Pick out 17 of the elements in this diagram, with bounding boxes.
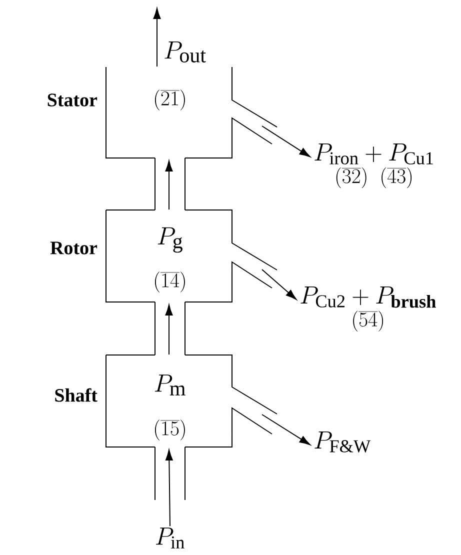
arrow — [262, 269, 297, 300]
block-label: Rotor — [50, 242, 98, 254]
arrow — [153, 8, 161, 67]
block-label: Shaft — [55, 388, 98, 402]
power-term: $P_{\mathrm{iron}} + P_{\mathrm{Cu1}}$ $(\overline{32})\;\;(\overline{43})$ — [314, 144, 433, 188]
power-block: $P_{\mathrm{m}}$ $(\overline{15})$ — [106, 354, 278, 448]
power-term: $P_{\mathrm{in}}$ — [156, 528, 184, 548]
power-block: $P_{\mathrm{out}}$ $(\overline{21})$ — [106, 42, 278, 158]
arrow — [165, 450, 173, 527]
block-label: Stator — [48, 94, 98, 106]
power-term: $P_{\mathrm{F\&W}}$ — [314, 432, 371, 453]
power-block: $P_{\mathrm{g}}$ $(\overline{14})$ — [106, 210, 278, 302]
arrow — [165, 304, 173, 355]
power-term: $P_{\mathrm{Cu2}}+P_{\mathbf{brush}}$ $(\overline{54})$ — [300, 286, 436, 332]
arrow — [262, 414, 310, 446]
arrow — [165, 160, 173, 210]
arrow — [262, 126, 310, 158]
